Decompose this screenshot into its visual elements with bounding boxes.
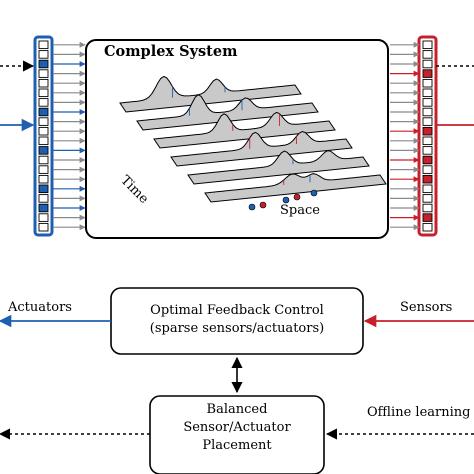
actuator-cell	[38, 203, 49, 213]
sensor-cell	[422, 69, 433, 78]
actuator-cell	[38, 194, 49, 203]
actuator-cell	[38, 146, 49, 155]
complex-system-title: Complex System	[104, 43, 238, 60]
actuator-cell	[38, 88, 49, 98]
actuator-cell	[38, 222, 49, 232]
actuator-cell	[38, 174, 49, 184]
sensor-cell	[422, 194, 433, 203]
actuator-outline	[33, 35, 54, 237]
sensor-cell	[422, 78, 433, 88]
sensor-cell	[422, 126, 433, 136]
actuator-cell	[38, 40, 49, 50]
actuator-cell	[38, 69, 49, 78]
sensor-cell	[422, 107, 433, 117]
sensors-label: Sensors	[400, 300, 453, 315]
actuator-cell	[38, 126, 49, 136]
sensor-cell	[422, 117, 433, 126]
sensor-array	[417, 35, 438, 237]
waterfall-layer	[119, 75, 302, 113]
placement-box-line1: Balanced	[206, 402, 268, 417]
sensor-cell	[422, 88, 433, 98]
actuator-cell	[38, 184, 49, 194]
sensor-outline	[417, 35, 438, 237]
actuator-cell	[38, 136, 49, 146]
actuator-marker	[310, 189, 318, 197]
waterfall-layer	[170, 130, 353, 167]
actuator-cell	[38, 59, 49, 69]
actuator-cell	[38, 50, 49, 59]
actuator-marker	[282, 196, 290, 204]
sensor-cell	[422, 155, 433, 165]
sensor-cell	[422, 136, 433, 146]
control-box-line1: Optimal Feedback Control	[150, 303, 324, 318]
actuator-cell	[38, 213, 49, 222]
control-box-line2: (sparse sensors/actuators)	[149, 321, 325, 336]
sensor-cell	[422, 59, 433, 69]
sensor-cell	[422, 174, 433, 184]
sensor-marker	[293, 193, 301, 201]
actuator-cell	[38, 78, 49, 88]
space-axis-label: Space	[280, 203, 320, 218]
actuator-array	[33, 35, 54, 237]
actuator-cell	[38, 98, 49, 107]
sensor-cell	[422, 165, 433, 174]
actuator-marker	[248, 203, 256, 211]
sensor-cell	[422, 213, 433, 222]
sensor-cell	[422, 222, 433, 232]
sensor-cell	[422, 50, 433, 59]
offline-learning-label: Offline learning	[367, 405, 471, 420]
waterfall-layer	[153, 111, 336, 149]
actuator-cell	[38, 117, 49, 126]
actuator-cell	[38, 155, 49, 165]
sensor-cell	[422, 146, 433, 155]
waterfall-layer	[187, 150, 370, 185]
placement-box-line3: Placement	[202, 438, 272, 453]
placement-box-line2: Sensor/Actuator	[183, 420, 291, 435]
waterfall-layer	[204, 173, 387, 203]
actuator-cell	[38, 107, 49, 117]
sensor-cell	[422, 203, 433, 213]
placement-box	[149, 395, 325, 474]
actuator-arrows	[53, 41, 86, 231]
actuator-cell	[38, 165, 49, 174]
sensor-cell	[422, 98, 433, 107]
actuators-label: Actuators	[8, 300, 72, 315]
waterfall-layer	[136, 94, 319, 131]
sensor-cell	[422, 40, 433, 50]
waterfall-plot	[119, 75, 387, 211]
sensor-cell	[422, 184, 433, 194]
sensor-arrows	[390, 41, 420, 231]
sensor-marker	[259, 201, 267, 209]
